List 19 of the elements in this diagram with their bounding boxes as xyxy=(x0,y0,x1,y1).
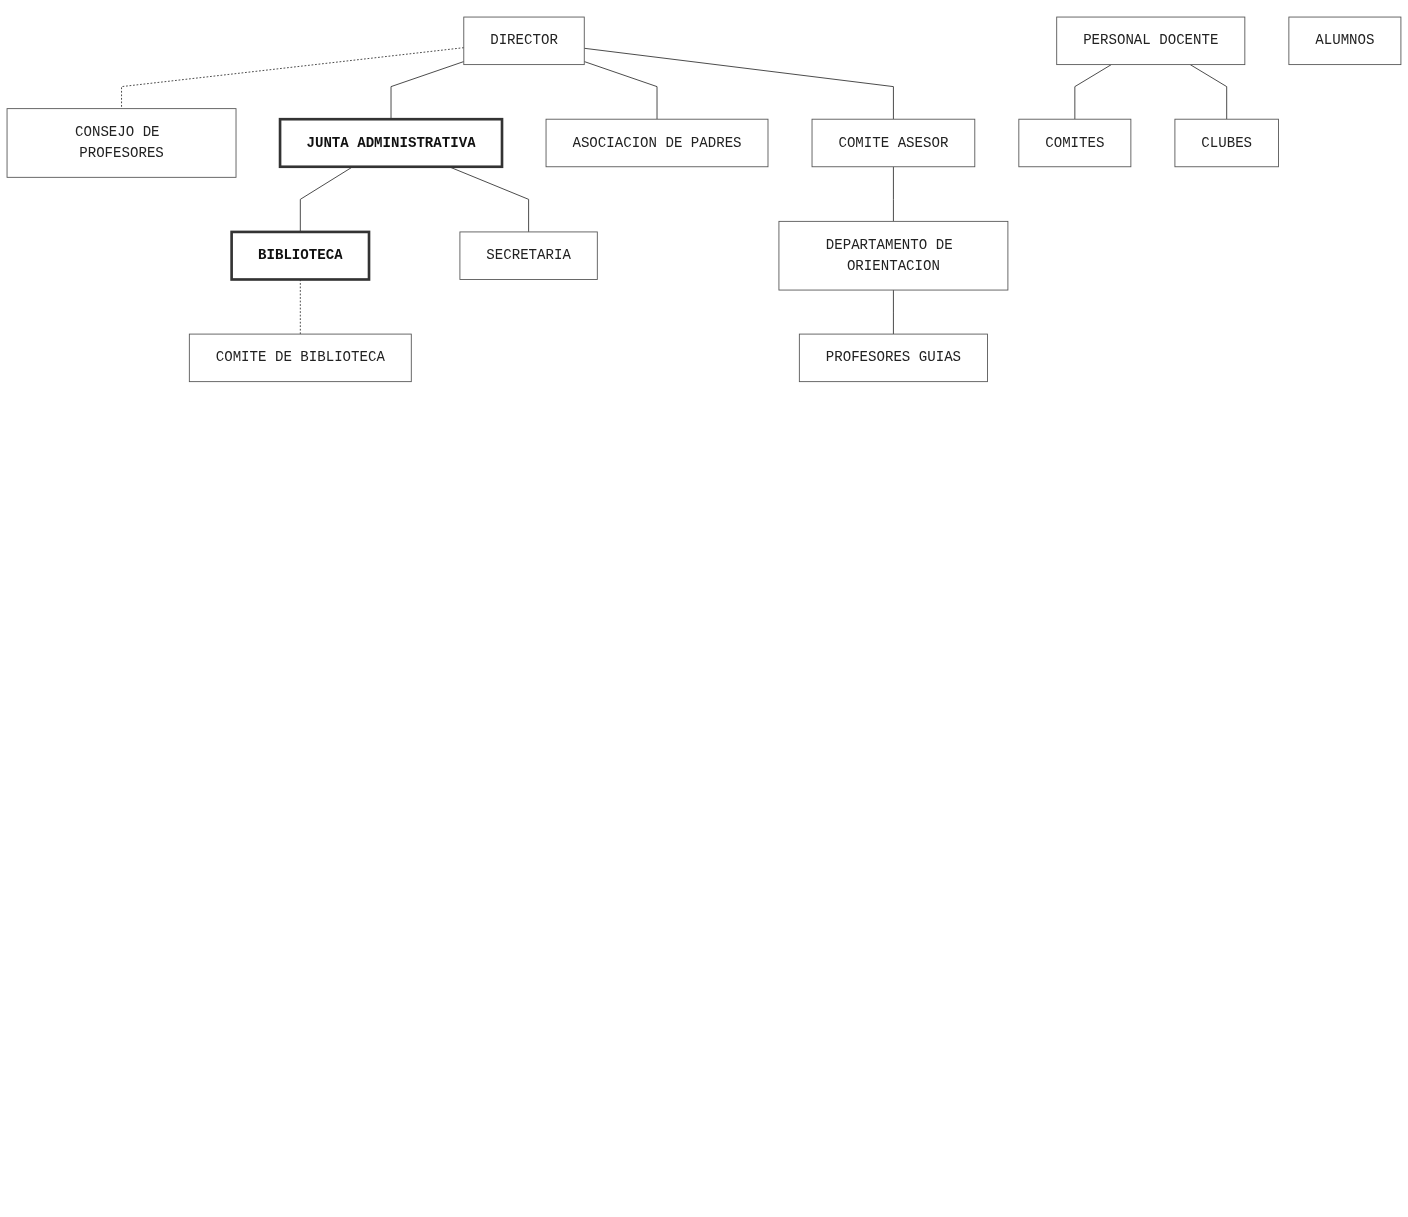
node-box: COMITE ASESOR xyxy=(811,118,976,168)
node-box: JUNTA ADMINISTRATIVA xyxy=(278,117,504,169)
connector xyxy=(583,47,894,120)
node-box: COMITE DE BIBLIOTECA xyxy=(188,333,412,383)
node-box: PERSONAL DOCENTE xyxy=(1056,16,1246,66)
connector xyxy=(583,61,658,120)
node-box: ASOCIACION DE PADRES xyxy=(545,118,769,168)
node-box: COMITES xyxy=(1018,118,1132,168)
connector xyxy=(893,166,894,222)
node-box: PROFESORES GUIAS xyxy=(798,333,988,383)
node-box: CONSEJO DE PROFESORES xyxy=(6,108,237,178)
connector xyxy=(390,61,465,120)
node-box: DEPARTAMENTO DE ORIENTACION xyxy=(778,220,1009,291)
node-box: CLUBES xyxy=(1174,118,1279,168)
connector xyxy=(893,289,894,335)
node-box: BIBLIOTECA xyxy=(230,230,371,281)
node-box: ALUMNOS xyxy=(1288,16,1402,66)
node-box: DIRECTOR xyxy=(463,16,585,66)
node-box: SECRETARIA xyxy=(459,231,598,280)
